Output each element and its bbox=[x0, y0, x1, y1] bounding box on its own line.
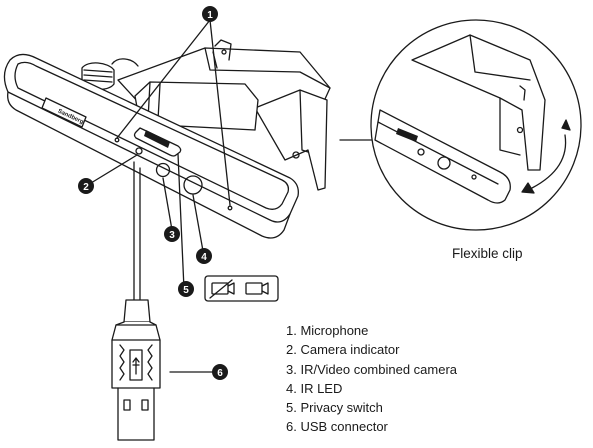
svg-text:3: 3 bbox=[169, 230, 175, 241]
detail-magnifier bbox=[370, 19, 582, 231]
svg-text:4: 4 bbox=[201, 252, 207, 263]
svg-text:6: 6 bbox=[217, 368, 223, 379]
camera-bar bbox=[3, 53, 299, 239]
svg-text:5: 5 bbox=[183, 285, 189, 296]
legend-item: 5. Privacy switch bbox=[286, 400, 383, 416]
callout-badge-1: 1 bbox=[202, 6, 218, 22]
camera-icon bbox=[245, 282, 269, 295]
callout-lines bbox=[90, 19, 397, 373]
usb-cable bbox=[111, 161, 161, 441]
legend-item: 3. IR/Video combined camera bbox=[286, 361, 458, 377]
callout-badge-3: 3 bbox=[164, 226, 180, 242]
detail-caption: Flexible clip bbox=[452, 246, 523, 261]
double-arrow-icon bbox=[521, 119, 571, 194]
callout-badge-6: 6 bbox=[212, 364, 228, 380]
callout-badge-2: 2 bbox=[78, 178, 94, 194]
legend-item: 6. USB connector bbox=[286, 419, 388, 435]
mounting-clip bbox=[81, 39, 331, 191]
legend-item: 2. Camera indicator bbox=[286, 342, 400, 358]
callout-badge-4: 4 bbox=[196, 248, 212, 264]
camera-off-icon bbox=[209, 279, 235, 299]
callout-badge-5: 5 bbox=[178, 281, 194, 297]
legend-item: 1. Microphone bbox=[286, 323, 369, 338]
svg-text:1: 1 bbox=[207, 10, 213, 21]
legend-item: 4. IR LED bbox=[286, 380, 343, 396]
privacy-icons-box bbox=[204, 275, 279, 302]
parts-legend: 1. Microphone 2. Camera indicator 3. IR/… bbox=[286, 321, 457, 437]
svg-text:2: 2 bbox=[83, 182, 89, 193]
